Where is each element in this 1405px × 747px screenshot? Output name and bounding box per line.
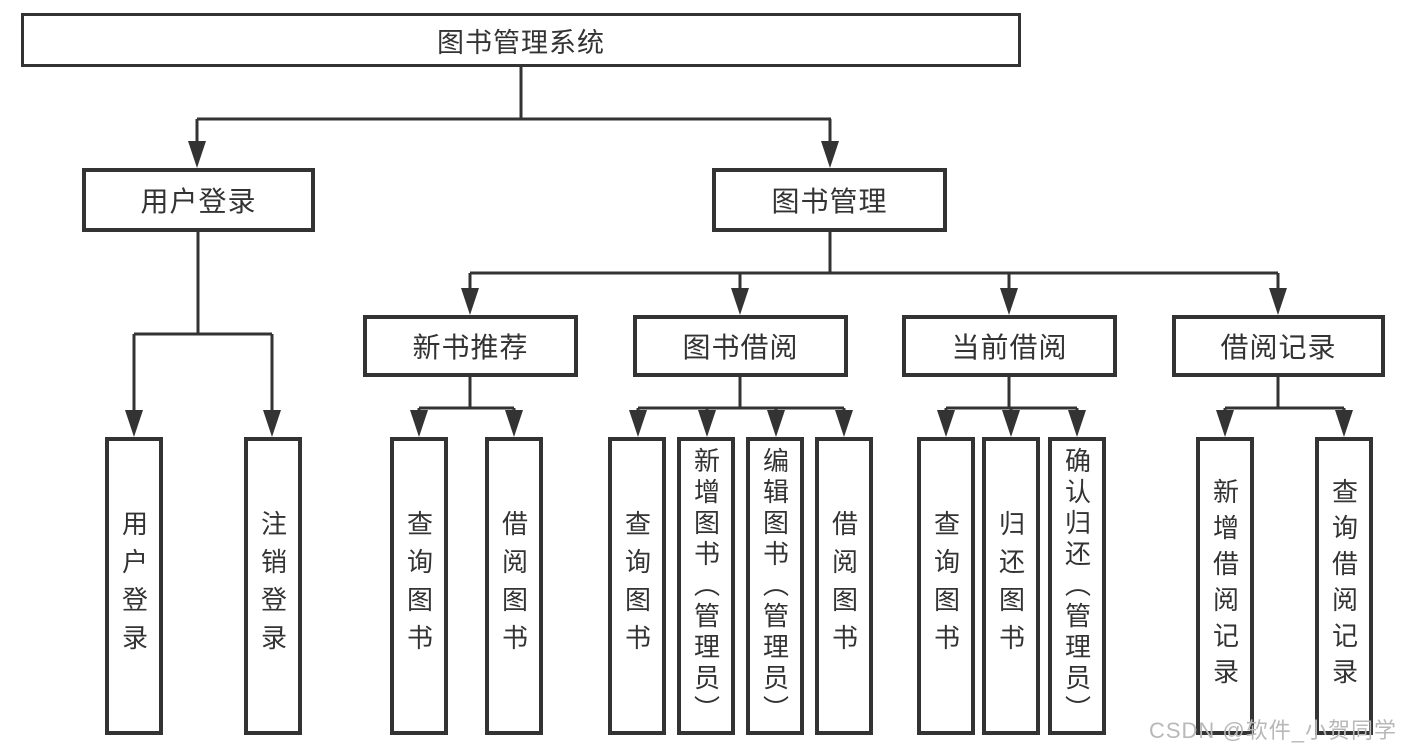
leaf-return-books: 归还图书 bbox=[982, 437, 1040, 735]
leaf-label: 查询图书 bbox=[930, 510, 961, 662]
leaf-logout: 注销登录 bbox=[244, 437, 302, 735]
watermark: CSDN @软件_小贺同学 bbox=[1148, 718, 1397, 743]
leaf-label: 新增图书（管理员） bbox=[690, 446, 721, 726]
leaf-label: 借阅图书 bbox=[828, 510, 859, 662]
leaf-label: 编辑图书（管理员） bbox=[759, 446, 790, 726]
leaf-query-borrow-record: 查询借阅记录 bbox=[1315, 437, 1373, 735]
leaf-query-books-current: 查询图书 bbox=[917, 437, 975, 735]
node-book-borrow: 图书借阅 bbox=[633, 315, 848, 377]
leaf-label: 查询图书 bbox=[621, 510, 652, 662]
leaf-borrow-books-recommend: 借阅图书 bbox=[485, 437, 543, 735]
leaf-label: 查询图书 bbox=[403, 510, 434, 662]
leaf-label: 注销登录 bbox=[257, 510, 288, 662]
node-label: 当前借阅 bbox=[951, 332, 1068, 363]
leaf-label: 新增借阅记录 bbox=[1209, 478, 1240, 694]
node-new-book-recommend: 新书推荐 bbox=[363, 315, 578, 377]
leaf-label: 借阅图书 bbox=[498, 510, 529, 662]
node-label: 图书管理 bbox=[771, 186, 888, 217]
node-root-label: 图书管理系统 bbox=[437, 27, 605, 58]
leaf-confirm-return-admin: 确认归还（管理员） bbox=[1048, 437, 1106, 735]
node-label: 新书推荐 bbox=[412, 332, 529, 363]
node-user-login-branch: 用户登录 bbox=[82, 168, 315, 232]
leaf-edit-books-admin: 编辑图书（管理员） bbox=[746, 437, 804, 735]
leaf-add-books-admin: 新增图书（管理员） bbox=[677, 437, 735, 735]
leaf-add-borrow-record: 新增借阅记录 bbox=[1196, 437, 1254, 735]
leaf-label: 用户登录 bbox=[118, 510, 149, 662]
node-label: 借阅记录 bbox=[1220, 332, 1337, 363]
node-borrow-records: 借阅记录 bbox=[1172, 315, 1385, 377]
leaf-borrow-books: 借阅图书 bbox=[815, 437, 873, 735]
leaf-query-books-borrow: 查询图书 bbox=[608, 437, 666, 735]
node-book-management-branch: 图书管理 bbox=[712, 168, 947, 232]
node-label: 用户登录 bbox=[140, 186, 257, 217]
node-current-borrow: 当前借阅 bbox=[902, 315, 1117, 377]
leaf-label: 归还图书 bbox=[995, 510, 1026, 662]
leaf-label: 查询借阅记录 bbox=[1328, 478, 1359, 694]
node-root-system: 图书管理系统 bbox=[21, 13, 1021, 67]
leaf-query-books-recommend: 查询图书 bbox=[390, 437, 448, 735]
leaf-user-login: 用户登录 bbox=[105, 437, 163, 735]
leaf-label: 确认归还（管理员） bbox=[1061, 446, 1092, 726]
arrowheads bbox=[125, 141, 1353, 437]
node-label: 图书借阅 bbox=[682, 332, 799, 363]
